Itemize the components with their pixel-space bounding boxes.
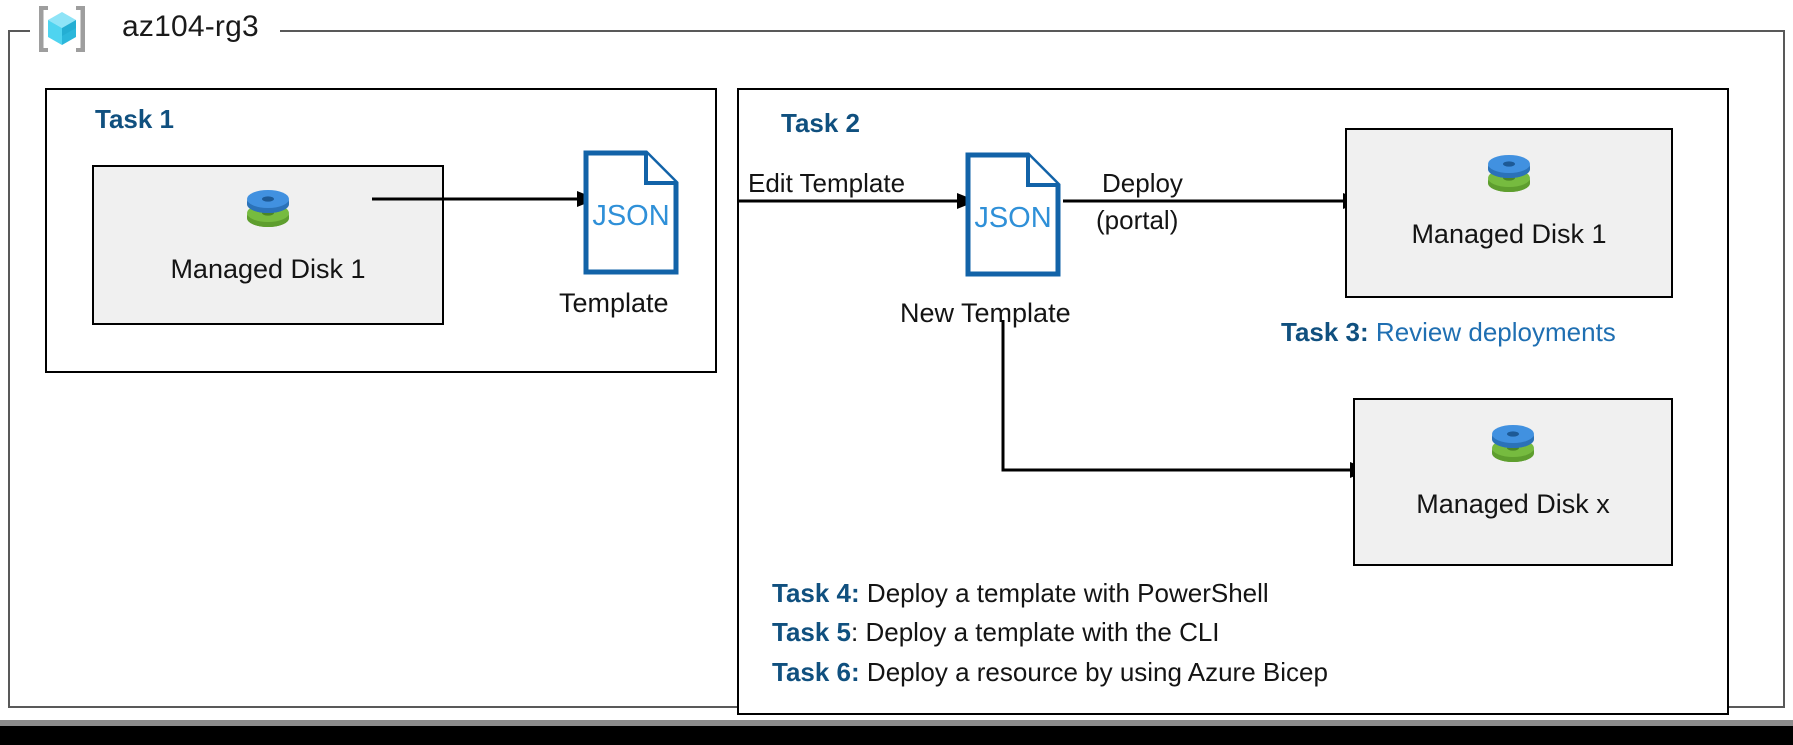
connector-disk-to-template bbox=[372, 190, 597, 208]
task-5-text: : Deploy a template with the CLI bbox=[851, 617, 1220, 647]
svg-text:JSON: JSON bbox=[592, 200, 669, 232]
connector-deploy-portal bbox=[1063, 192, 1363, 210]
svg-text:JSON: JSON bbox=[974, 202, 1051, 234]
task-6-text: Deploy a resource by using Azure Bicep bbox=[859, 657, 1328, 687]
task-4-note: Task 4: Deploy a template with PowerShel… bbox=[772, 578, 1269, 609]
task-5-key: Task 5 bbox=[772, 617, 852, 647]
json-template-icon-task1: JSON bbox=[583, 150, 679, 275]
deploy-label-line1: Deploy bbox=[1102, 168, 1183, 198]
managed-disk-x-label: Managed Disk x bbox=[1416, 489, 1610, 519]
task-6-note: Task 6: Deploy a resource by using Azure… bbox=[772, 657, 1328, 688]
managed-disk-icon bbox=[241, 185, 295, 248]
task-3-note: Task 3: Review deployments bbox=[1281, 317, 1616, 348]
deploy-label-line2: (portal) bbox=[1096, 205, 1179, 235]
managed-disk-1-resource-task1: Managed Disk 1 bbox=[92, 165, 444, 325]
task-1-heading: Task 1 bbox=[95, 104, 175, 134]
resource-group-border-top-left bbox=[8, 30, 30, 32]
managed-disk-x-resource-task2: Managed Disk x bbox=[1353, 398, 1673, 566]
connector-deploy-to-managed-disk-x bbox=[1000, 320, 1370, 480]
task-4-text: Deploy a template with PowerShell bbox=[859, 578, 1269, 608]
managed-disk-1-label-task1: Managed Disk 1 bbox=[170, 254, 366, 284]
managed-disk-1-resource-task2: Managed Disk 1 bbox=[1345, 128, 1673, 298]
task-3-text: Review deployments bbox=[1368, 317, 1616, 347]
json-new-template-icon-task2: JSON bbox=[965, 152, 1061, 277]
task-4-key: Task 4: bbox=[772, 578, 860, 608]
template-caption-task1: Template bbox=[559, 288, 669, 318]
resource-group-name: az104-rg3 bbox=[122, 10, 259, 43]
new-template-caption-task2: New Template bbox=[900, 298, 1071, 328]
edit-template-label: Edit Template bbox=[748, 168, 906, 198]
connector-edit-template bbox=[737, 192, 977, 210]
managed-disk-1-label-task2: Managed Disk 1 bbox=[1411, 219, 1607, 249]
managed-disk-icon bbox=[1486, 420, 1540, 483]
bottom-black-band bbox=[0, 726, 1793, 745]
bottom-separator bbox=[0, 720, 1793, 726]
resource-group-border-top-right bbox=[280, 30, 1785, 32]
azure-resource-group-icon bbox=[36, 3, 88, 55]
managed-disk-icon bbox=[1482, 150, 1536, 213]
task-2-heading: Task 2 bbox=[781, 108, 861, 138]
task-6-key: Task 6: bbox=[772, 657, 860, 687]
task-5-note: Task 5: Deploy a template with the CLI bbox=[772, 617, 1220, 648]
task-3-key: Task 3: bbox=[1281, 317, 1369, 347]
